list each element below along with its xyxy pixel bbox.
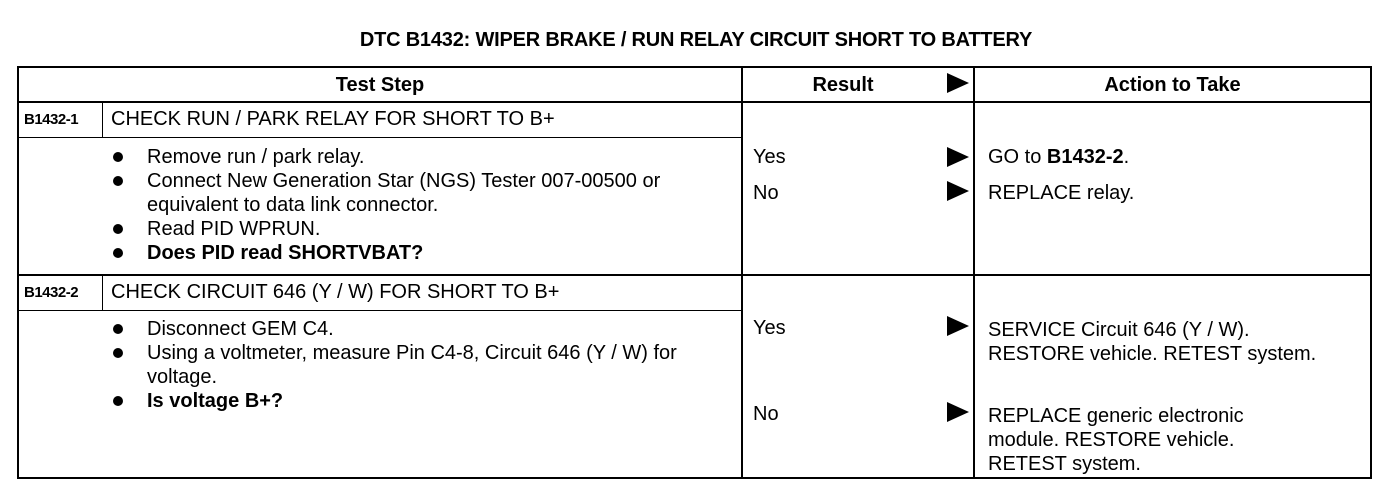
step-1-instructions: Remove run / park relay. Connect New Gen… xyxy=(113,145,713,265)
header-action: Action to Take xyxy=(1104,74,1241,96)
column-divider-action xyxy=(973,68,975,477)
step-1-result-yes: Yes xyxy=(753,146,786,168)
step-2-result-no: No xyxy=(753,403,779,425)
step-2-title-divider xyxy=(19,310,741,311)
list-item: Using a voltmeter, measure Pin C4-8, Cir… xyxy=(113,341,703,389)
result-arrow-icon xyxy=(947,181,969,201)
step-1-action-yes: GO to B1432-2. xyxy=(988,146,1130,168)
step-1-result-no: No xyxy=(753,182,779,204)
header-result: Result xyxy=(812,74,874,96)
step-2-instructions: Disconnect GEM C4. Using a voltmeter, me… xyxy=(113,317,703,413)
header-divider xyxy=(19,101,1370,103)
header-arrow-icon xyxy=(947,73,969,93)
result-arrow-icon xyxy=(947,402,969,422)
list-item: Disconnect GEM C4. xyxy=(113,317,703,341)
step-1-id: B1432-1 xyxy=(24,111,79,128)
page-title: DTC B1432: WIPER BRAKE / RUN RELAY CIRCU… xyxy=(359,29,1033,51)
step-2-result-yes: Yes xyxy=(753,317,786,339)
step-2-action-no: REPLACE generic electronic module. RESTO… xyxy=(988,405,1244,475)
step-1-title-divider xyxy=(19,137,741,138)
header-test-step: Test Step xyxy=(335,74,425,96)
list-item: Connect New Generation Star (NGS) Tester… xyxy=(113,169,713,217)
step-2-action-yes: SERVICE Circuit 646 (Y / W). RESTORE veh… xyxy=(988,319,1317,365)
result-arrow-icon xyxy=(947,316,969,336)
step-2-title: CHECK CIRCUIT 646 (Y / W) FOR SHORT TO B… xyxy=(111,281,560,303)
list-item: Remove run / park relay. xyxy=(113,145,713,169)
list-item: Does PID read SHORTVBAT? xyxy=(113,241,713,265)
step-1-action-no: REPLACE relay. xyxy=(988,182,1135,204)
step-2-id-divider xyxy=(102,276,103,310)
column-divider-result xyxy=(741,68,743,477)
list-item: Is voltage B+? xyxy=(113,389,703,413)
step-1-id-divider xyxy=(102,103,103,137)
step-divider xyxy=(19,274,1370,276)
step-1-title: CHECK RUN / PARK RELAY FOR SHORT TO B+ xyxy=(111,108,555,130)
result-arrow-icon xyxy=(947,147,969,167)
diagnostic-table: Test Step Result Action to Take B1432-1 … xyxy=(17,66,1372,479)
list-item: Read PID WPRUN. xyxy=(113,217,713,241)
step-2-id: B1432-2 xyxy=(24,284,79,301)
